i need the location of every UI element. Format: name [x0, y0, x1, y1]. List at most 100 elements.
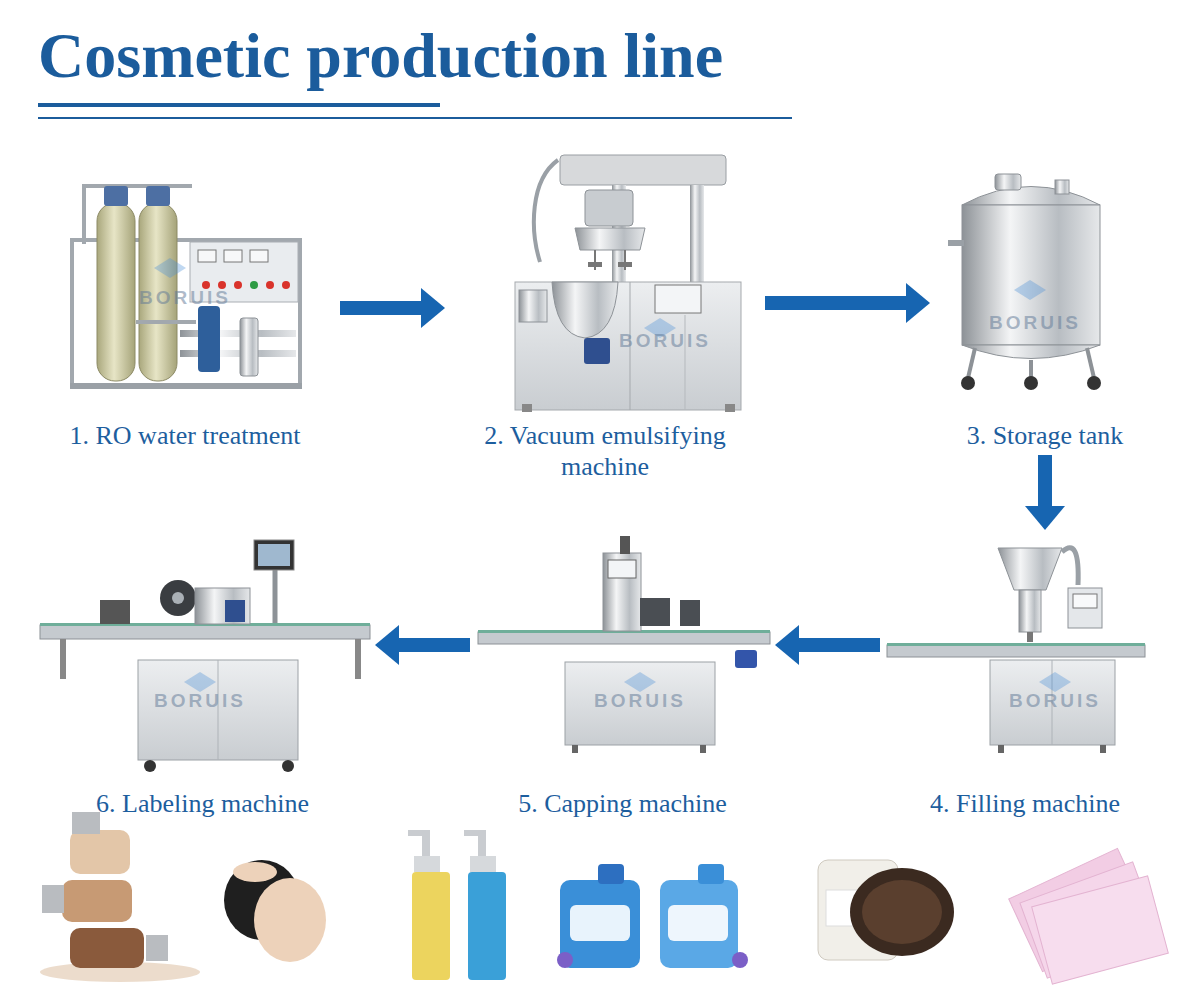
flow-arrow: [1025, 455, 1065, 530]
cleansing-oil-bottles: [408, 830, 506, 980]
arrow-shaft: [797, 638, 880, 652]
arrow-shaft: [397, 638, 470, 652]
filling-machine-part: [1027, 632, 1033, 642]
step-label-group: 4. Filling machine: [880, 788, 1170, 819]
ro-water-machine-part: [266, 281, 274, 289]
emulsifier-machine-part: [584, 338, 610, 364]
arrow-shaft: [765, 296, 908, 310]
storage-tank-part: [1087, 348, 1094, 378]
arrow-head: [775, 625, 799, 665]
ro-water-machine-part: [97, 203, 135, 381]
storage-tank-part: [968, 348, 975, 378]
capping-machine-part: [572, 745, 578, 753]
storage-tank-part: [1055, 180, 1069, 194]
step-label: 3. Storage tank: [930, 420, 1160, 451]
arrow-head: [906, 283, 930, 323]
arrow-head: [1025, 506, 1065, 530]
foundation-bottles-part: [146, 935, 168, 961]
labeling-machine-part: [355, 639, 361, 679]
capping-machine-part: [608, 560, 636, 578]
flow-arrow: [775, 625, 880, 665]
labeling-machine: [40, 540, 370, 772]
labeling-machine-part: [258, 544, 290, 566]
capping-machine-part: [603, 553, 641, 631]
capping-machine-part: [565, 662, 715, 745]
scrub-jar-part: [862, 880, 942, 944]
step-label-group: 3. Storage tank: [930, 420, 1160, 451]
flow-arrow: [340, 288, 445, 328]
machine-step: 6. Labeling machine: [30, 530, 375, 820]
filling-machine-part: [998, 548, 1062, 590]
emulsifier-machine-part: [534, 160, 558, 262]
emulsifier-machine-part: [690, 185, 704, 285]
filling-machine-part: [1073, 594, 1097, 608]
labeling-machine-part: [195, 588, 250, 624]
storage-tank-part: [1029, 360, 1033, 378]
capping-machine-part: [735, 650, 757, 668]
step-label: 6. Labeling machine: [30, 788, 375, 819]
detergent-jugs: [557, 864, 748, 968]
filling-machine-part: [1039, 672, 1071, 692]
ro-water-machine-part: [104, 186, 128, 206]
labeling-machine-part: [282, 760, 294, 772]
detergent-jugs-part: [660, 880, 738, 968]
filling-machine-part: [1100, 745, 1106, 753]
emulsifier-machine-part: [588, 262, 602, 267]
filling-machine-part: [998, 745, 1004, 753]
filling-machine-part: [887, 643, 1145, 646]
filling-machine-part: [887, 645, 1145, 657]
machine-step: 5. Capping machine: [470, 530, 775, 820]
diagram-title: Cosmetic production line: [38, 18, 723, 94]
filling-machine-part: [1019, 590, 1041, 632]
ro-water-machine-part: [70, 240, 74, 388]
step-label: 2. Vacuum emulsifying machine: [445, 420, 765, 482]
labeling-machine-part: [60, 639, 66, 679]
ro-water-machine-part: [198, 250, 216, 262]
emulsifier-machine-part: [585, 190, 633, 226]
arrow-head: [375, 625, 399, 665]
cleansing-oil-bottles-part: [468, 872, 506, 980]
title-underline: [38, 103, 792, 119]
cream-jar: [224, 860, 326, 962]
ro-water-machine: [70, 184, 302, 389]
step-label: 5. Capping machine: [470, 788, 775, 819]
emulsifier-machine-part: [552, 282, 618, 338]
storage-tank-part: [1014, 280, 1046, 300]
detergent-jugs-part: [570, 905, 630, 941]
ro-water-machine-part: [234, 281, 242, 289]
ro-water-machine-part: [298, 240, 302, 388]
step-label-group: 1. RO water treatment: [30, 420, 340, 451]
labeling-machine-part: [184, 672, 216, 692]
arrow-shaft: [340, 301, 423, 315]
cleansing-oil-bottles-part: [412, 872, 450, 980]
cream-jar-part: [254, 878, 326, 962]
ro-water-machine-part: [250, 250, 268, 262]
cleansing-oil-bottles-part: [408, 830, 430, 836]
storage-tank-part: [1087, 376, 1101, 390]
storage-tank: [948, 174, 1101, 390]
detergent-jugs-part: [560, 880, 640, 968]
ro-water-machine-part: [70, 383, 302, 389]
foundation-bottles-part: [62, 880, 132, 922]
ro-water-machine-part: [250, 281, 258, 289]
labeling-machine-part: [273, 568, 278, 623]
filling-machine: [887, 548, 1145, 753]
machine-step: 4. Filling machine: [880, 530, 1170, 820]
emulsifier-machine-part: [560, 155, 726, 185]
step-label-group: 2. Vacuum emulsifying machine: [445, 420, 765, 482]
brand-watermark: BORUIS: [985, 690, 1125, 712]
flow-arrow: [375, 625, 470, 665]
storage-tank-part: [995, 174, 1021, 190]
emulsifier-machine-part: [655, 285, 701, 313]
foundation-bottles-part: [70, 830, 130, 874]
emulsifier-machine-part: [522, 404, 532, 412]
ro-water-machine-part: [180, 350, 296, 357]
title-underline-part: [38, 117, 792, 119]
emulsifier-machine-part: [575, 228, 645, 250]
labeling-machine-part: [144, 760, 156, 772]
capping-machine-part: [478, 632, 770, 644]
detergent-jugs-part: [557, 952, 573, 968]
machine-step: 3. Storage tank: [930, 160, 1160, 455]
detergent-jugs-part: [698, 864, 724, 884]
